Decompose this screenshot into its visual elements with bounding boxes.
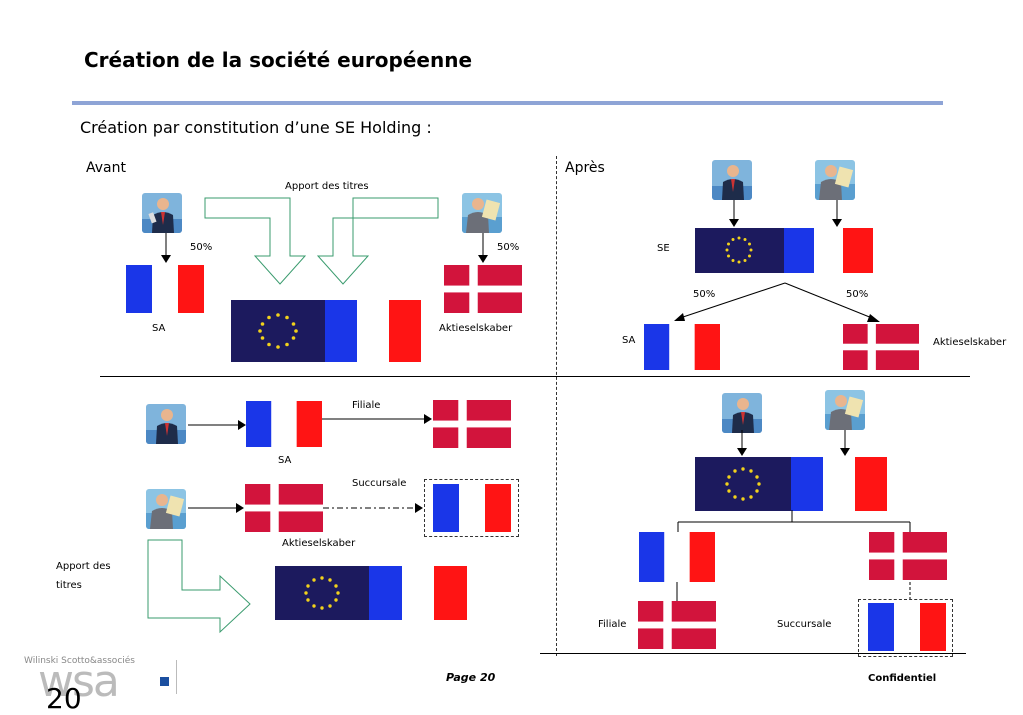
dashed-arrow: [323, 503, 423, 513]
dashed-box: [424, 479, 519, 537]
arrow-down: [832, 200, 842, 227]
arrow-down: [737, 430, 747, 456]
denmark-flag-icon: [245, 484, 323, 532]
tree-connectors: [676, 510, 911, 602]
person-businessman-icon: [722, 393, 762, 433]
arrow-right: [188, 503, 244, 513]
arrow-down: [729, 200, 739, 227]
sa-label-bottom: SA: [278, 455, 292, 466]
denmark-flag-icon: [444, 265, 522, 313]
filiale-label-apres: Filiale: [598, 619, 627, 630]
title-rule: [72, 101, 943, 105]
person-reading-icon: [825, 390, 865, 430]
confidential-label: Confidentiel: [868, 673, 937, 684]
denmark-flag-icon: [638, 601, 716, 649]
person-businessman-icon: [712, 160, 752, 200]
arrow-right: [322, 414, 432, 424]
pct-right-apres: 50%: [846, 289, 869, 300]
ownership-arrows: [674, 282, 880, 322]
akt-label: Aktieselskaber: [439, 323, 513, 334]
se-eu-france-flag: [275, 566, 467, 620]
logo-bar: [176, 660, 177, 694]
apport-line2: titres: [56, 580, 82, 591]
arrow-down: [840, 430, 850, 456]
denmark-flag-icon: [433, 400, 511, 448]
arrow-right: [188, 420, 246, 430]
france-flag-icon: [246, 401, 322, 447]
filiale-label: Filiale: [352, 400, 381, 411]
se-eu-france-flag: [231, 300, 421, 362]
se-eu-france-flag: [695, 457, 887, 511]
green-arrows: [204, 197, 439, 285]
france-flag-icon: [868, 603, 946, 651]
horizontal-divider: [100, 376, 970, 377]
sa-label: SA: [152, 323, 166, 334]
france-flag-icon: [639, 532, 715, 582]
pct-left-apres: 50%: [693, 289, 716, 300]
apres-heading: Après: [565, 160, 605, 176]
avant-heading: Avant: [86, 160, 126, 176]
denmark-flag-icon: [843, 324, 919, 370]
logo-wordmark: wsa: [38, 656, 120, 707]
arrow-down: [478, 233, 488, 263]
succursale-label-apres: Succursale: [777, 619, 832, 630]
apport-titres-label: Apport des titres: [285, 181, 369, 192]
sa-label-apres: SA: [622, 335, 636, 346]
dashed-box: [858, 599, 953, 657]
logo-square: [160, 677, 169, 686]
page-title: Création de la société européenne: [84, 48, 473, 72]
denmark-flag-icon: [869, 532, 947, 580]
se-label: SE: [657, 243, 670, 254]
green-arrow-right: [147, 539, 251, 634]
footer-divider: [540, 653, 966, 654]
person-reading-icon: [815, 160, 855, 200]
akt-label-apres: Aktieselskaber: [933, 337, 1007, 348]
person-reading-icon: [462, 193, 502, 233]
pct-right: 50%: [497, 242, 520, 253]
person-businessman-icon: [146, 404, 186, 444]
person-businessman-icon: [142, 193, 182, 233]
page-number: Page 20: [446, 671, 496, 684]
logo-tagline: Wilinski Scotto&associés: [24, 656, 135, 666]
pct-left: 50%: [190, 242, 213, 253]
akt-label-bottom: Aktieselskaber: [282, 538, 356, 549]
france-flag-icon: [644, 324, 720, 370]
vertical-divider: [556, 156, 557, 656]
arrow-down: [161, 233, 171, 263]
france-flag-icon: [126, 265, 204, 313]
person-reading-icon: [146, 489, 186, 529]
se-eu-france-flag: [695, 228, 873, 273]
subtitle: Création par constitution d’une SE Holdi…: [80, 118, 432, 137]
succursale-label: Succursale: [352, 478, 407, 489]
france-flag-icon: [433, 484, 511, 532]
apport-line1: Apport des: [56, 561, 111, 572]
slide-number: 20: [46, 682, 82, 715]
